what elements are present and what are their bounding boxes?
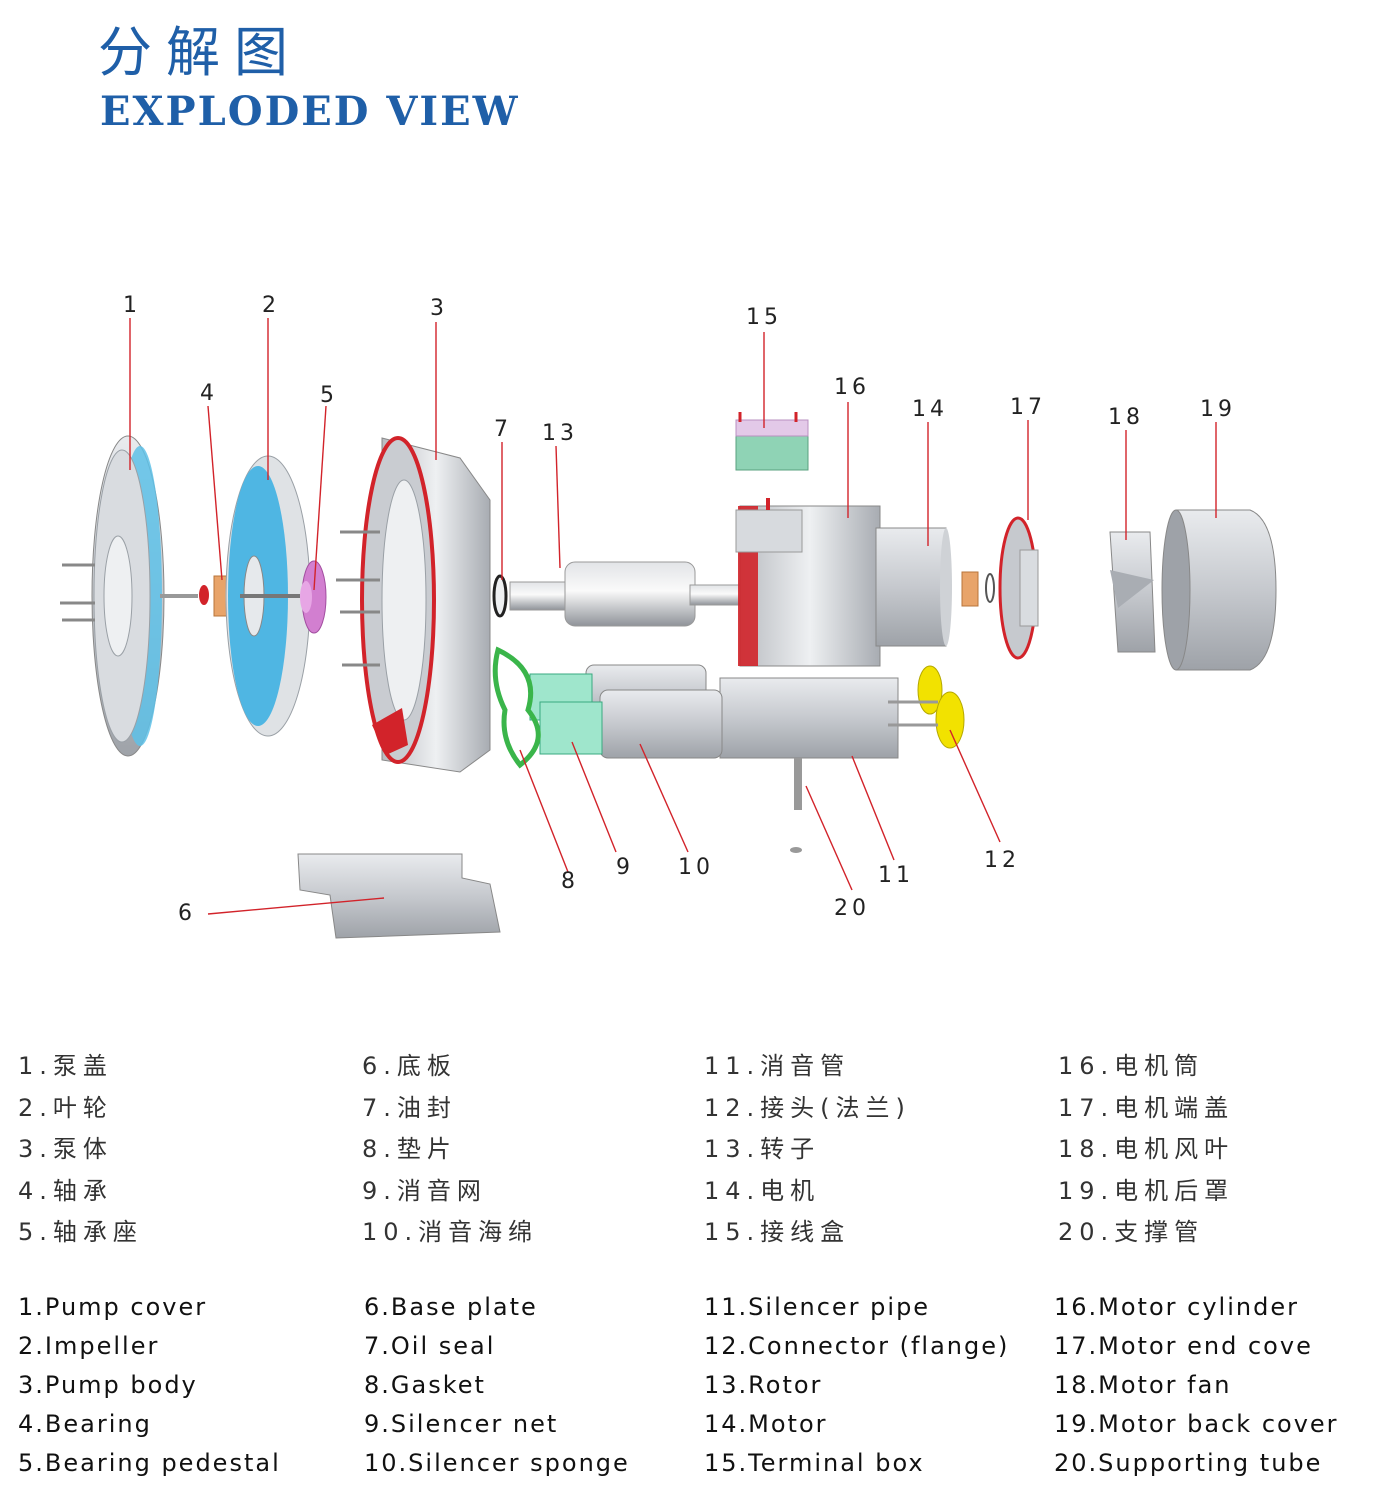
legend-item: 13.转子 [704,1135,821,1164]
legend-item: 2.叶轮 [18,1093,113,1122]
callout-13: 13 [542,421,578,446]
legend-item: 8.Gasket [364,1371,486,1399]
legend-item: 7.油封 [362,1093,457,1122]
pump-body-part [336,436,491,773]
callout-17: 17 [1010,395,1046,420]
callout-2: 2 [262,293,280,318]
legend-item: 1.Pump cover [18,1293,208,1321]
motor-end-cover-part [961,516,1039,660]
legend-item: 8.垫片 [362,1135,457,1164]
legend-english: 1.Pump cover 2.Impeller 3.Pump body 4.Be… [0,1288,1376,1488]
legend-item: 15.接线盒 [704,1218,851,1247]
legend-item: 20.Supporting tube [1054,1449,1323,1477]
callout-9: 9 [616,855,634,880]
legend-item: 11.Silencer pipe [704,1293,931,1321]
legend-item: 10.消音海绵 [362,1218,539,1247]
legend-item: 17.Motor end cove [1054,1332,1313,1360]
legend-item: 5.轴承座 [18,1218,143,1247]
legend-en-column-4: 16.Motor cylinder 17.Motor end cove 18.M… [1054,1288,1339,1483]
legend-cn-column-3: 11.消音管 12.接头(法兰) 13.转子 14.电机 15.接线盒 [704,1046,911,1254]
exploded-view-diagram: 1 2 3 4 5 6 7 8 9 10 11 12 13 14 15 16 1… [60,293,1277,939]
legend-item: 5.Bearing pedestal [18,1449,281,1477]
callout-4: 4 [200,381,218,406]
legend-item: 18.电机风叶 [1058,1135,1235,1164]
legend-item: 9.Silencer net [364,1410,559,1438]
legend-item: 14.电机 [704,1176,821,1205]
motor-back-cover-part [1161,509,1277,671]
callout-19: 19 [1200,397,1236,422]
legend-item: 6.Base plate [364,1293,538,1321]
page-title-en: EXPLODED VIEW [100,88,520,135]
legend-item: 16.电机筒 [1058,1052,1205,1080]
legend-item: 1.泵盖 [18,1052,113,1080]
oil-seal-part [492,574,508,618]
callout-10: 10 [678,855,714,880]
callout-1: 1 [123,293,141,318]
callout-8: 8 [561,869,579,894]
legend-en-column-3: 11.Silencer pipe 12.Connector (flange) 1… [704,1288,1009,1483]
bearing-pedestal-part [300,560,327,634]
legend-cn-column-1: 1.泵盖 2.叶轮 3.泵体 4.轴承 5.轴承座 [18,1046,143,1254]
motor-part [875,527,952,647]
legend-item: 13.Rotor [704,1371,823,1399]
callout-3: 3 [430,296,448,321]
legend-item: 18.Motor fan [1054,1371,1232,1399]
legend-item: 12.Connector (flange) [704,1332,1010,1360]
callout-20: 20 [834,896,870,921]
legend-item: 17.电机端盖 [1058,1093,1235,1122]
motor-fan-part [1109,531,1156,653]
callout-18: 18 [1108,405,1144,430]
callout-16: 16 [834,375,870,400]
legend-item: 3.泵体 [18,1135,113,1164]
legend-chinese: 1.泵盖 2.叶轮 3.泵体 4.轴承 5.轴承座 6.底板 7.油封 8.垫片… [0,1046,1376,1256]
supporting-tube-foot [790,847,802,853]
motor-cylinder-part [735,498,881,667]
legend-item: 4.轴承 [18,1176,113,1205]
legend-item: 11.消音管 [704,1052,851,1080]
legend-en-column-2: 6.Base plate 7.Oil seal 8.Gasket 9.Silen… [364,1288,630,1483]
legend-item: 9.消音网 [362,1176,487,1205]
legend-item: 3.Pump body [18,1371,198,1399]
legend-item: 10.Silencer sponge [364,1449,630,1477]
rotor-part [509,561,741,627]
leader-lines [129,318,1217,915]
legend-item: 15.Terminal box [704,1449,925,1477]
page-title-cn: 分解图 [98,21,302,84]
callout-6: 6 [178,901,196,926]
legend-en-column-1: 1.Pump cover 2.Impeller 3.Pump body 4.Be… [18,1288,281,1483]
legend-item: 2.Impeller [18,1332,160,1360]
callout-7: 7 [494,417,512,442]
legend-item: 6.底板 [362,1052,457,1080]
callout-11: 11 [878,863,914,888]
legend-item: 16.Motor cylinder [1054,1293,1299,1321]
legend-cn-column-4: 16.电机筒 17.电机端盖 18.电机风叶 19.电机后罩 20.支撑管 [1058,1046,1234,1254]
legend-item: 19.电机后罩 [1058,1176,1235,1205]
impeller-part [225,455,311,737]
legend-item: 4.Bearing [18,1410,152,1438]
callout-15: 15 [746,305,782,330]
silencer-net-part [529,673,603,755]
legend-item: 19.Motor back cover [1054,1410,1339,1438]
connector-flange-part [888,665,965,749]
silencer-sponge-part [599,689,723,759]
gasket-part [492,646,541,769]
legend-item: 20.支撑管 [1058,1218,1205,1247]
legend-item: 14.Motor [704,1410,828,1438]
base-plate-part [297,853,501,939]
terminal-box-part [735,412,809,471]
pump-cover-part [60,435,198,757]
callout-12: 12 [984,848,1020,873]
legend-cn-column-2: 6.底板 7.油封 8.垫片 9.消音网 10.消音海绵 [362,1046,538,1254]
legend-item: 7.Oil seal [364,1332,496,1360]
callout-5: 5 [320,383,338,408]
callout-14: 14 [912,397,948,422]
legend-item: 12.接头(法兰) [704,1093,911,1122]
seal-ring-part [199,585,209,605]
